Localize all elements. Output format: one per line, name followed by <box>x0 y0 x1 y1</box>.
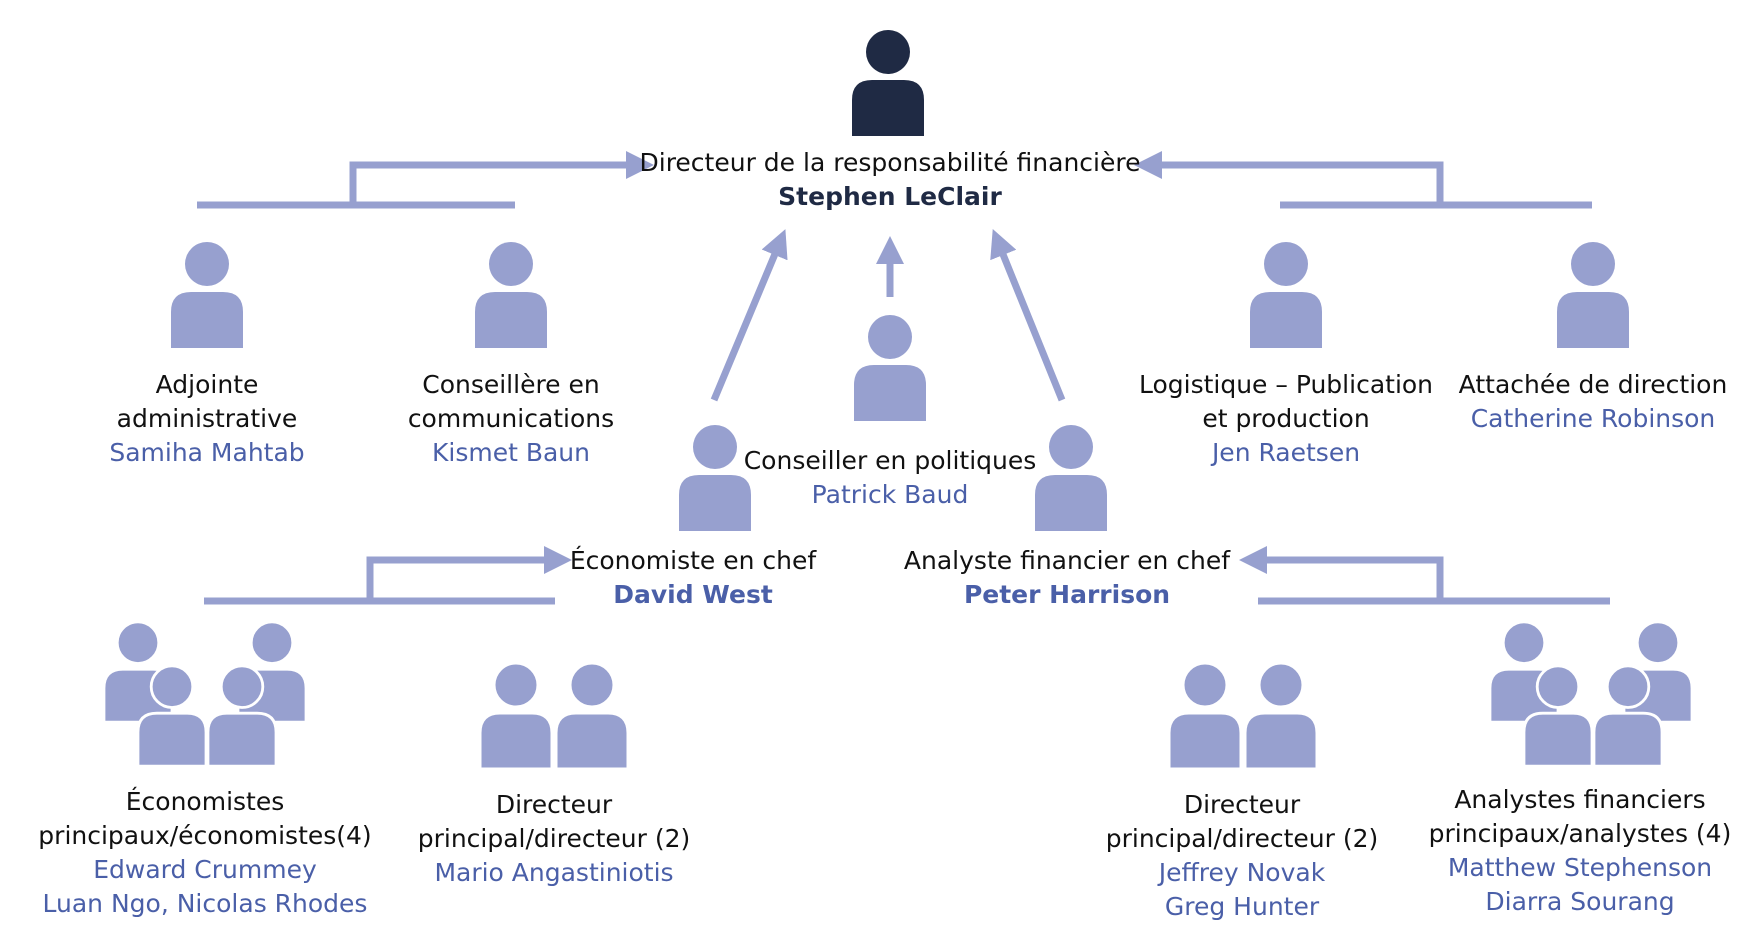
team-title-line: principaux/analystes (4) <box>1428 819 1732 848</box>
person-icon <box>475 242 547 348</box>
staff-card-logistics: Logistique – Publication et production J… <box>1121 368 1451 470</box>
staff-title-line: administrative <box>116 404 298 433</box>
staff-card-communications-advisor: Conseillère en communications Kismet Bau… <box>361 368 661 470</box>
connector-lines <box>197 151 1610 605</box>
staff-title-line: Attachée de direction <box>1458 370 1728 399</box>
team-title-line: Directeur <box>1183 790 1301 819</box>
staff-name: Jen Raetsen <box>1211 438 1361 467</box>
team-title-line: Économistes <box>125 787 285 816</box>
policy-advisor-title: Conseiller en politiques <box>743 446 1037 475</box>
chief-economist-title: Économiste en chef <box>569 546 817 575</box>
team-member-names: Greg Hunter <box>1164 892 1320 921</box>
chief-economist-card: Économiste en chef David West <box>543 544 843 612</box>
group-of-two-icon <box>1167 661 1319 771</box>
team-card-economists: Économistes principaux/économistes(4) Ed… <box>25 785 385 921</box>
staff-title-line: et production <box>1202 404 1370 433</box>
director-title: Directeur de la responsabilité financièr… <box>639 148 1141 177</box>
group-of-four-icon <box>102 620 308 768</box>
chief-analyst-arrow <box>990 229 1066 402</box>
team-member-names: Matthew Stephenson <box>1447 853 1713 882</box>
staff-title-line: Conseillère en <box>422 370 600 399</box>
team-title-line: principaux/économistes(4) <box>38 821 372 850</box>
staff-title-line: communications <box>407 404 615 433</box>
team-title-line: Directeur <box>495 790 613 819</box>
person-icon <box>1250 242 1322 348</box>
right-staff-arrow <box>1134 151 1444 205</box>
team-card-analysts: Analystes financiers principaux/analyste… <box>1410 783 1750 919</box>
team-title-line: Analystes financiers <box>1454 785 1706 814</box>
team-card-analyst-directors: Directeur principal/directeur (2) Jeffre… <box>1092 788 1392 924</box>
team-title-line: principal/directeur (2) <box>1105 824 1379 853</box>
director-person-icon <box>852 30 924 136</box>
team-title-line: principal/directeur (2) <box>417 824 691 853</box>
director-name: Stephen LeClair <box>778 182 1002 211</box>
staff-card-admin-assistant: Adjointe administrative Samiha Mahtab <box>57 368 357 470</box>
chief-economist-name: David West <box>613 580 773 609</box>
staff-title-line: Logistique – Publication <box>1138 370 1434 399</box>
policy-advisor-name: Patrick Baud <box>811 480 969 509</box>
left-staff-arrow <box>349 151 654 205</box>
staff-title-line: Adjointe <box>155 370 259 399</box>
team-member-names: Diarra Sourang <box>1485 887 1675 916</box>
director-label: Directeur de la responsabilité financièr… <box>590 146 1190 214</box>
group-of-two-icon <box>478 661 630 771</box>
team-card-economist-directors: Directeur principal/directeur (2) Mario … <box>404 788 704 890</box>
person-icon <box>171 242 243 348</box>
person-icon <box>854 315 926 421</box>
group-of-four-icon <box>1488 620 1694 768</box>
policy-advisor-card: Conseiller en politiques Patrick Baud <box>730 444 1050 512</box>
person-icon <box>1557 242 1629 348</box>
economist-team-arrow <box>366 546 572 601</box>
chief-analyst-title: Analyste financier en chef <box>903 546 1231 575</box>
team-member-names: Mario Angastiniotis <box>434 858 674 887</box>
chief-analyst-card: Analyste financier en chef Peter Harriso… <box>897 544 1237 612</box>
staff-name: Samiha Mahtab <box>109 438 305 467</box>
staff-name: Catherine Robinson <box>1470 404 1716 433</box>
team-member-names: Jeffrey Novak <box>1158 858 1326 887</box>
staff-card-executive-attache: Attachée de direction Catherine Robinson <box>1433 368 1753 436</box>
staff-name: Kismet Baun <box>431 438 590 467</box>
chief-analyst-name: Peter Harrison <box>963 580 1171 609</box>
team-member-names: Luan Ngo, Nicolas Rhodes <box>42 889 368 918</box>
analyst-team-arrow <box>1239 546 1444 601</box>
team-member-names: Edward Crummey <box>93 855 317 884</box>
chief-economist-arrow <box>710 229 788 402</box>
